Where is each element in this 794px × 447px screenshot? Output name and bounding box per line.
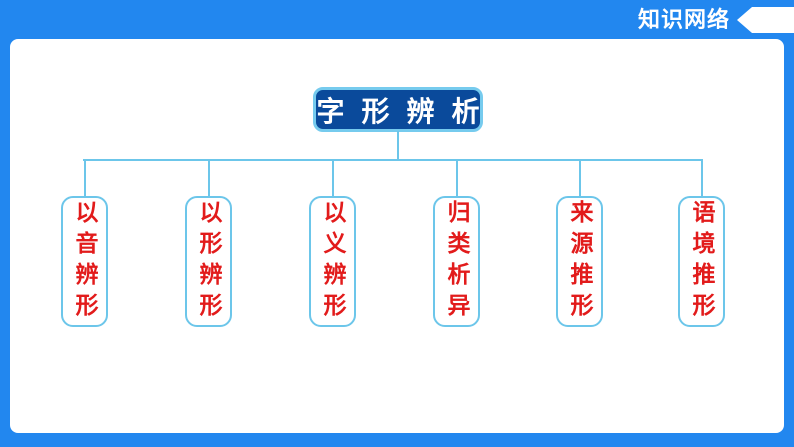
banner-label: 知识网络 (637, 7, 730, 32)
connector-root-vertical (397, 131, 399, 160)
connector-drop-1 (83, 160, 86, 197)
connector-horizontal-bus (83, 159, 703, 161)
connector-drop-3 (331, 160, 334, 197)
banner: 知识网络 (638, 0, 794, 39)
branch-node-1: 以音辨形 (61, 196, 108, 327)
branch-node-5-label: 来源推形 (567, 199, 593, 324)
branch-node-6-label: 语境推形 (689, 199, 715, 324)
branch-node-1-label: 以音辨形 (72, 199, 98, 324)
branch-node-4: 归类析异 (433, 196, 480, 327)
left-arrow-icon (737, 6, 794, 33)
branch-node-3: 以义辨形 (309, 196, 356, 327)
root-node-label: 字形辨析 (316, 95, 497, 127)
connector-drop-4 (455, 160, 458, 197)
branch-node-5: 来源推形 (556, 196, 603, 327)
branch-node-4-label: 归类析异 (444, 199, 470, 324)
branch-node-3-label: 以义辨形 (320, 199, 346, 324)
connector-drop-6 (700, 160, 703, 197)
root-node: 字形辨析 (313, 87, 483, 132)
branch-node-2-label: 以形辨形 (196, 199, 222, 324)
branch-node-6: 语境推形 (678, 196, 725, 327)
connector-drop-2 (208, 160, 210, 197)
connector-drop-5 (579, 160, 581, 197)
branch-node-2: 以形辨形 (185, 196, 232, 327)
